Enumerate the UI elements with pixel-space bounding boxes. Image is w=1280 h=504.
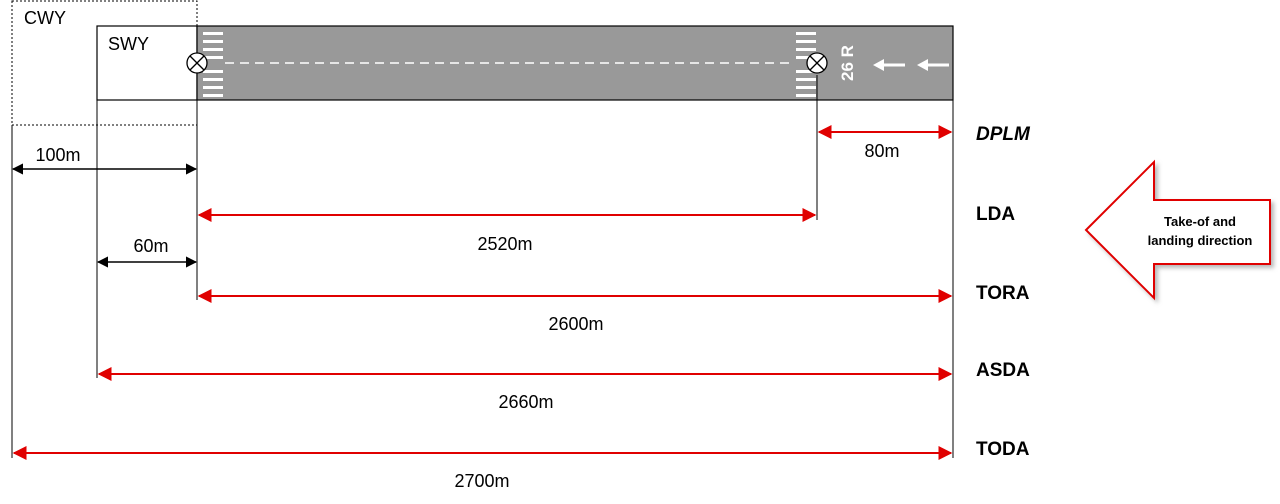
toda-value: 2700m [454,471,509,491]
reference-lines [11,75,954,458]
clearway-length-value: 100m [35,145,80,165]
direction-arrow-text-line1: Take-of and [1164,214,1236,229]
runway-direction-arrows-icon [873,59,949,71]
direction-arrow-text-line2: landing direction [1148,233,1253,248]
clearway-label: CWY [24,8,66,28]
clearway-area [11,0,198,126]
threshold-light-left-icon [186,52,208,74]
tora-label: TORA [976,283,1030,304]
stopway-label: SWY [108,34,149,54]
threshold-markings-right [796,32,816,97]
lda-label: LDA [976,204,1015,225]
tora-value: 2600m [548,314,603,334]
dplm-label: DPLM [976,124,1031,145]
direction-arrow-shape [1084,159,1271,301]
lda-value: 2520m [477,234,532,254]
asda-value: 2660m [498,392,553,412]
asda-label: ASDA [976,360,1030,381]
runway-designator: 26 R [838,45,857,81]
toda-label: TODA [976,439,1030,460]
stopway-length-value: 60m [133,236,168,256]
threshold-light-right-icon [806,52,828,74]
dplm-value: 80m [864,141,899,161]
threshold-markings-left [203,32,223,97]
